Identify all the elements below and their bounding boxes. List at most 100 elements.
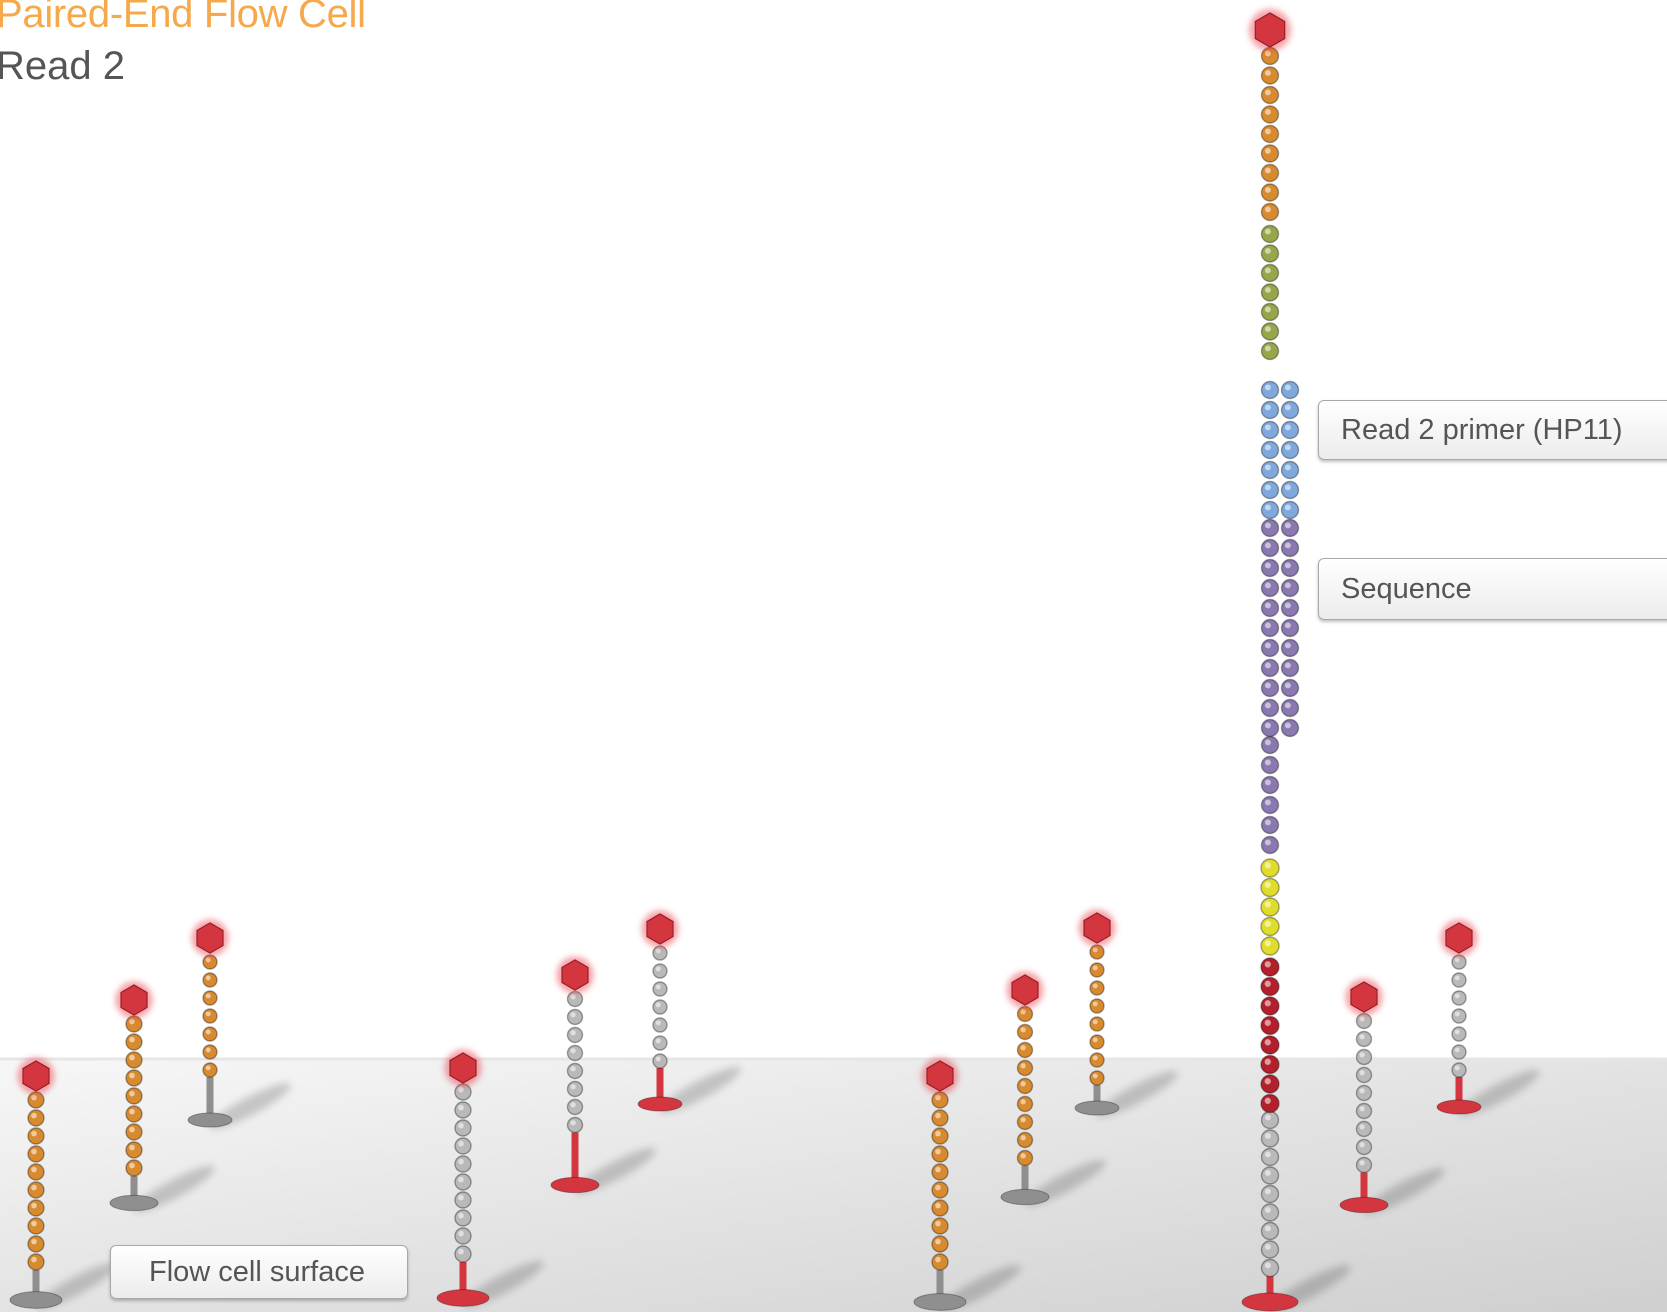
strand-2-bead bbox=[202, 954, 218, 970]
strand-5-anchor-stem bbox=[656, 1068, 664, 1104]
strand-9-bead bbox=[1355, 1084, 1373, 1102]
strand-3-bead bbox=[454, 1155, 472, 1173]
long-strand-red-bead bbox=[1260, 1054, 1280, 1075]
sequence-purple-bead bbox=[1280, 678, 1300, 698]
strand-6-bead bbox=[931, 1181, 949, 1199]
bead-highlight bbox=[1264, 89, 1271, 96]
bead-highlight bbox=[1359, 1016, 1365, 1022]
bead-highlight bbox=[1264, 839, 1271, 846]
long-strand-yellow-bead bbox=[1260, 858, 1280, 878]
bead-highlight bbox=[1284, 562, 1291, 569]
strand-7-bead bbox=[1016, 1095, 1034, 1113]
bead-highlight bbox=[1264, 522, 1271, 529]
long-strand-purple-bead bbox=[1260, 538, 1280, 558]
bead-highlight bbox=[935, 1238, 941, 1245]
sequence-purple-bead bbox=[1280, 698, 1300, 718]
strand-2-bead bbox=[202, 1044, 218, 1060]
strand-1-bead bbox=[125, 1033, 143, 1051]
strand-1-anchor-base bbox=[109, 1194, 159, 1212]
bead-highlight bbox=[129, 1162, 135, 1169]
bead-highlight bbox=[1264, 1151, 1271, 1158]
strand-5-bead bbox=[652, 963, 668, 979]
strand-3-cap bbox=[449, 1052, 477, 1084]
bead-highlight bbox=[1264, 1078, 1271, 1085]
long-strand-orange-bead bbox=[1260, 144, 1280, 163]
long-strand-purple-bead bbox=[1260, 618, 1280, 638]
bead-highlight bbox=[1264, 167, 1271, 174]
strand-5-bead bbox=[652, 1053, 668, 1069]
bead-highlight bbox=[31, 1202, 37, 1209]
strand-2-bead bbox=[202, 972, 218, 988]
strand-0-bead bbox=[27, 1253, 45, 1271]
strand-4-bead bbox=[566, 1080, 584, 1098]
page-title: Paired-End Flow Cell bbox=[0, 0, 366, 36]
page-subtitle: Read 2 bbox=[0, 44, 125, 88]
bead-highlight bbox=[1284, 542, 1291, 549]
strand-8-anchor-stem bbox=[1093, 1085, 1101, 1108]
strand-6-bead bbox=[931, 1163, 949, 1181]
bead-highlight bbox=[129, 1036, 135, 1043]
long-strand-gray-bead bbox=[1260, 1147, 1280, 1167]
strand-8-bead bbox=[1089, 1016, 1105, 1032]
bead-highlight bbox=[1284, 504, 1291, 511]
bead-highlight bbox=[1020, 1081, 1026, 1087]
strand-4-bead bbox=[566, 1098, 584, 1116]
sequence-purple-bead bbox=[1280, 638, 1300, 658]
strand-7-bead bbox=[1016, 1059, 1034, 1077]
read2-primer-label-text: Read 2 primer (HP11) bbox=[1341, 413, 1623, 446]
bead-highlight bbox=[1359, 1034, 1365, 1040]
bead-highlight bbox=[458, 1212, 464, 1219]
bead-highlight bbox=[655, 1002, 661, 1008]
long-strand-red-bead bbox=[1260, 1035, 1280, 1055]
bead-highlight bbox=[129, 1072, 135, 1079]
long-strand-purple-bead bbox=[1260, 598, 1280, 618]
bead-highlight bbox=[1284, 662, 1291, 669]
bead-highlight bbox=[1284, 702, 1291, 709]
bead-highlight bbox=[1020, 1045, 1026, 1051]
flow-cell-surface-label-text: Flow cell surface bbox=[149, 1255, 365, 1288]
bead-highlight bbox=[1264, 779, 1271, 786]
bead-highlight bbox=[1284, 682, 1291, 689]
bead-highlight bbox=[1264, 602, 1271, 609]
sequence-purple-bead bbox=[1280, 598, 1300, 618]
long-strand-olive-bead bbox=[1260, 322, 1280, 341]
long-strand-purple-bead bbox=[1260, 558, 1280, 578]
bead-highlight bbox=[1454, 993, 1460, 999]
bead-highlight bbox=[570, 994, 576, 1000]
strand-1-anchor-stem bbox=[130, 1176, 138, 1203]
bead-highlight bbox=[935, 1166, 941, 1173]
strand-1-bead bbox=[125, 1123, 143, 1141]
long-strand-orange-bead bbox=[1260, 124, 1280, 144]
bead-highlight bbox=[31, 1148, 37, 1155]
strand-0-bead bbox=[27, 1217, 45, 1235]
strand-0-bead bbox=[27, 1127, 45, 1145]
long-strand-gray-bead bbox=[1260, 1110, 1280, 1130]
strand-2-anchor-base bbox=[187, 1112, 233, 1128]
strand-9-bead bbox=[1355, 1102, 1373, 1120]
primer-blue-bead bbox=[1280, 420, 1300, 440]
strand-8-anchor-base bbox=[1074, 1100, 1120, 1116]
primer-blue-bead bbox=[1280, 460, 1300, 480]
strand-10-bead bbox=[1451, 1044, 1467, 1060]
bead-highlight bbox=[1092, 1073, 1098, 1079]
bead-highlight bbox=[205, 1011, 211, 1017]
bead-highlight bbox=[1092, 947, 1098, 953]
sequence-purple-bead bbox=[1280, 578, 1300, 598]
bead-highlight bbox=[1454, 975, 1460, 981]
bead-highlight bbox=[1264, 1169, 1271, 1176]
strand-8-bead bbox=[1089, 944, 1105, 960]
strand-7-anchor-stem bbox=[1021, 1165, 1029, 1197]
bead-highlight bbox=[1264, 980, 1271, 987]
strand-7-bead bbox=[1016, 1041, 1034, 1059]
bead-highlight bbox=[1454, 1047, 1460, 1053]
bead-highlight bbox=[31, 1166, 37, 1173]
bead-highlight bbox=[31, 1238, 37, 1245]
strand-0-bead bbox=[27, 1235, 45, 1253]
long-strand-purple-bead bbox=[1260, 658, 1280, 678]
strand-6-bead bbox=[931, 1127, 949, 1145]
bead-highlight bbox=[935, 1184, 941, 1191]
sequence-purple-bead bbox=[1280, 718, 1300, 738]
bead-highlight bbox=[1264, 444, 1271, 451]
bead-highlight bbox=[570, 1120, 576, 1126]
